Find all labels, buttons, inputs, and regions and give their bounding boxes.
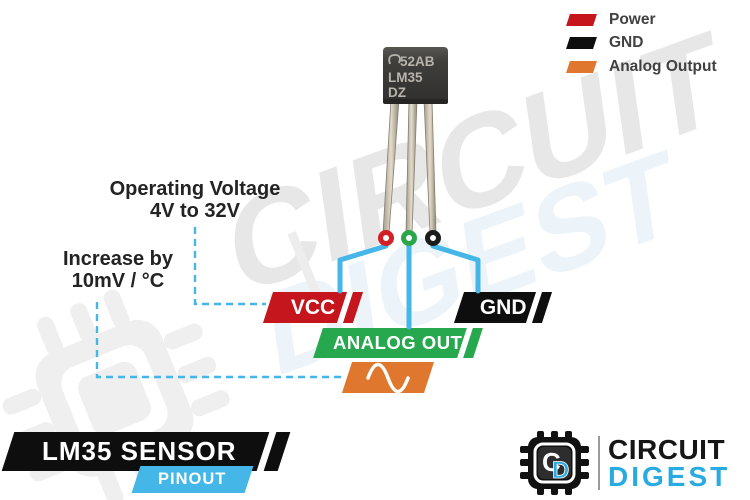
sensor-marking-2: LM35 <box>388 70 423 85</box>
analog-color-swatch <box>566 60 597 73</box>
title-box-slash <box>256 430 277 473</box>
vcc-label-text: VCC <box>290 295 336 319</box>
national-semiconductor-mark <box>388 54 401 65</box>
legend: Power GND Analog Output <box>566 8 717 79</box>
sensor-marking-1: 52AB <box>400 54 435 69</box>
sensitivity-callout: Increase by 10mV / °C <box>12 248 224 292</box>
legend-row-gnd: GND <box>566 32 717 56</box>
operating-voltage-callout: Operating Voltage 4V to 32V <box>84 178 306 222</box>
pin-terminals <box>378 230 441 246</box>
legend-label-gnd: GND <box>609 34 644 52</box>
legend-row-power: Power <box>566 8 717 32</box>
page-title: LM35 SENSOR <box>41 436 237 466</box>
sensor-legs <box>382 99 437 234</box>
legend-label-power: Power <box>609 10 656 28</box>
logo-divider <box>598 436 600 490</box>
sensor-leg-middle <box>405 99 418 234</box>
sensor-marking-3: DZ <box>388 85 406 100</box>
sensor-leg-right <box>423 99 437 234</box>
gnd-pin-ring <box>425 230 441 246</box>
gnd-color-swatch <box>566 37 597 50</box>
vcc-box-slash <box>336 292 354 323</box>
watermark-digest-text: DIGEST <box>258 123 684 403</box>
analog-signal-box <box>341 362 435 393</box>
gnd-label-text: GND <box>479 295 527 319</box>
legend-row-analog: Analog Output <box>566 55 717 79</box>
analog-out-label-text: ANALOG OUT <box>333 332 463 353</box>
vcc-pin-ring <box>378 230 394 246</box>
page-subtitle: PINOUT <box>158 470 227 488</box>
sensitivity-line1: Increase by <box>62 248 174 270</box>
operating-voltage-line1: Operating Voltage <box>109 178 281 200</box>
gnd-wire <box>430 243 481 294</box>
logo-circuit-text: CIRCUIT <box>608 434 726 465</box>
operating-voltage-line2: 4V to 32V <box>149 200 241 222</box>
vcc-wire <box>337 243 389 294</box>
circuitdigest-logo: C D CIRCUIT DIGEST <box>518 429 730 497</box>
sensitivity-line2: 10mV / °C <box>71 270 165 292</box>
sensor-leg-left <box>382 99 400 234</box>
vcc-pin-label: VCC <box>262 292 364 323</box>
analog-out-pin-label: ANALOG OUT <box>313 328 483 358</box>
gnd-pin-label: GND <box>453 292 553 323</box>
monogram-c: C <box>542 447 561 477</box>
circuitdigest-chip-icon: C D <box>520 431 589 495</box>
subtitle-banner: PINOUT <box>131 466 254 493</box>
analog-pin-ring <box>401 230 417 246</box>
monogram-d: D <box>552 457 569 484</box>
logo-digest-text: DIGEST <box>608 461 731 492</box>
legend-label-analog: Analog Output <box>609 57 717 75</box>
sensor-body: 52AB LM35 DZ <box>383 47 448 104</box>
power-color-swatch <box>566 13 597 26</box>
gnd-box-slash <box>525 292 543 323</box>
